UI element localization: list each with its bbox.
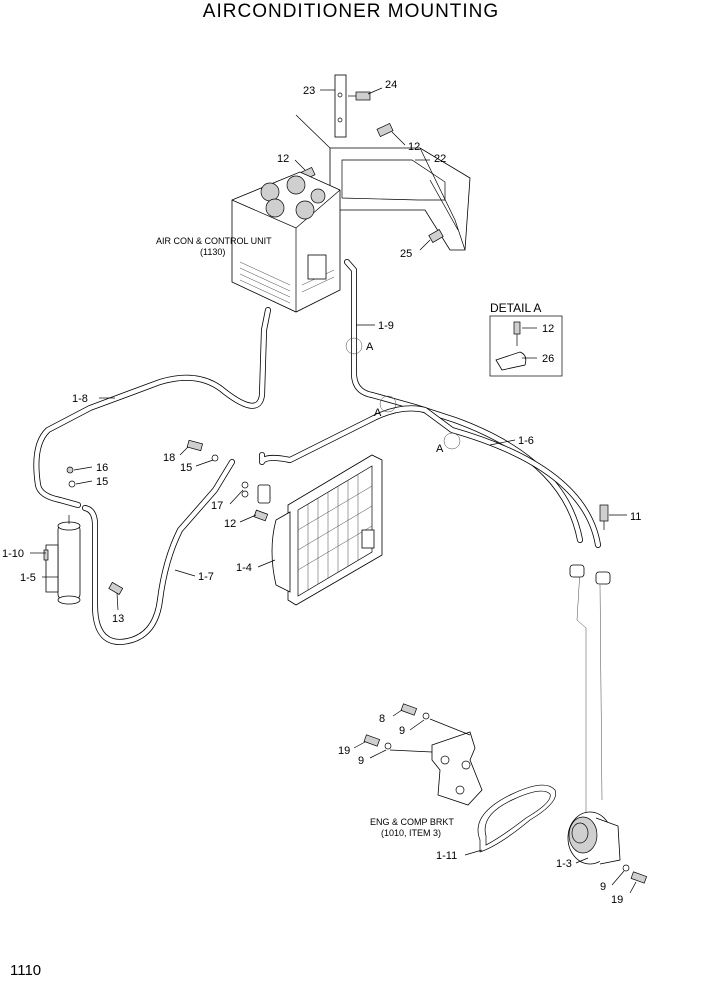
belt-1-11: [477, 784, 557, 853]
callout-1-5: 1-5: [20, 572, 36, 584]
callout-1-7: 1-7: [198, 571, 214, 583]
callout-1-11: 1-11: [436, 850, 457, 862]
receiver-drier-1-5: [57, 515, 81, 605]
drier-bracket-1-10: [43, 544, 59, 593]
page-number: 1110: [10, 962, 42, 979]
hose-1-8: [33, 307, 271, 508]
callout-18: 18: [163, 452, 175, 464]
callout-8: 8: [379, 713, 385, 725]
bolt-24: [348, 91, 371, 101]
mounting-bracket-22: [329, 147, 471, 251]
callout-17: 17: [211, 500, 223, 512]
detail-callout-26: 26: [542, 353, 554, 365]
detail-a-box: [489, 315, 563, 377]
hose-1-9: [344, 259, 583, 543]
callout-a-1: A: [366, 341, 374, 353]
callout-12-unit: 12: [277, 153, 289, 165]
bolt-13: [108, 581, 124, 595]
note-bracket-line1: ENG & COMP BRKT: [370, 817, 454, 827]
note-ac-unit-line1: AIR CON & CONTROL UNIT: [156, 236, 272, 246]
detail-a-reference-markers: [345, 337, 461, 450]
callout-15-left: 15: [96, 476, 108, 488]
callout-9-upper: 9: [399, 725, 405, 737]
callout-19-right: 19: [611, 894, 623, 906]
page-title: AIRCONDITIONER MOUNTING: [202, 1, 500, 22]
callout-1-10: 1-10: [2, 548, 24, 560]
note-ac-unit-line2: (1130): [200, 247, 225, 257]
detail-a-title: DETAIL A: [490, 301, 541, 315]
bolt-12-upper: [376, 122, 394, 138]
callout-16: 16: [96, 462, 108, 474]
hose-1-7: [82, 459, 235, 645]
callout-1-3: 1-3: [556, 858, 572, 870]
detail-callout-12: 12: [542, 323, 554, 335]
callout-25: 25: [400, 248, 412, 260]
bolt-11: [599, 504, 609, 530]
o-rings-16-15-left: [66, 466, 76, 488]
callout-11: 11: [630, 511, 641, 523]
compressor-1-3: [567, 811, 621, 865]
callout-24: 24: [385, 79, 397, 91]
condenser-1-4: [271, 454, 383, 606]
callout-1-9: 1-9: [378, 320, 394, 332]
leader-lines: [30, 87, 637, 894]
air-con-control-unit: [231, 171, 341, 313]
callout-19-left: 19: [338, 745, 350, 757]
fittings-17-12-15-18: [186, 439, 271, 522]
callout-15-center: 15: [180, 462, 192, 474]
hose-1-6: [259, 405, 601, 548]
callout-1-8: 1-8: [72, 393, 88, 405]
callout-13: 13: [112, 613, 124, 625]
mounting-bracket-23: [334, 74, 347, 138]
callout-23: 23: [303, 85, 315, 97]
compressor-connector-lines: [569, 564, 611, 820]
bolt-25: [428, 229, 444, 243]
bolts-washers-8-9-19: [363, 703, 648, 884]
callout-12-upper: 12: [408, 141, 420, 153]
callout-9-right: 9: [600, 881, 606, 893]
callout-1-6: 1-6: [518, 435, 534, 447]
callout-22: 22: [434, 153, 446, 165]
callout-9-left: 9: [358, 755, 364, 767]
callout-1-4: 1-4: [236, 562, 252, 574]
eng-comp-bracket: [431, 731, 483, 806]
callout-a-2: A: [374, 407, 382, 419]
callout-12-condenser: 12: [224, 518, 236, 530]
note-bracket-line2: (1010, ITEM 3): [381, 828, 441, 838]
callout-a-3: A: [436, 443, 444, 455]
